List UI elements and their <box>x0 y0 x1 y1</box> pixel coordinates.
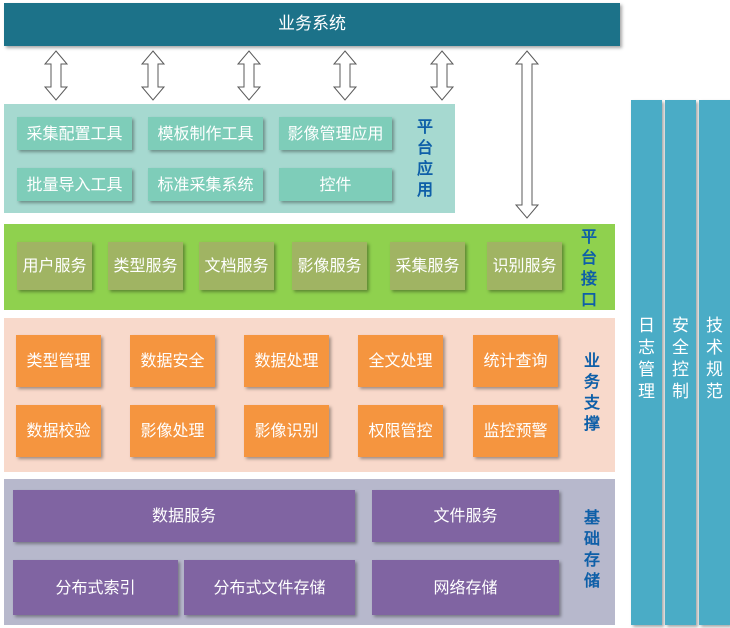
double-arrow-long <box>514 50 540 219</box>
api-item-5[interactable]: 采集服务 <box>390 242 465 290</box>
storage-item-distributed-file-storage[interactable]: 分布式文件存储 <box>184 560 355 615</box>
api-item-6[interactable]: 识别服务 <box>487 242 562 290</box>
business-support-layer: 类型管理 数据安全 数据处理 全文处理 统计查询 数据校验 影像处理 影像识别 … <box>4 318 615 472</box>
support-item-1[interactable]: 类型管理 <box>16 335 101 387</box>
storage-item-network-storage[interactable]: 网络存储 <box>372 560 559 615</box>
api-item-3[interactable]: 文档服务 <box>199 242 274 290</box>
storage-item-data-service[interactable]: 数据服务 <box>13 490 355 542</box>
side-column-security-control: 安全控制 <box>665 100 696 625</box>
platform-app-layer: 采集配置工具 模板制作工具 影像管理应用 批量导入工具 标准采集系统 控件 平台… <box>4 104 455 213</box>
app-item-5[interactable]: 标准采集系统 <box>148 168 263 201</box>
storage-item-file-service[interactable]: 文件服务 <box>372 490 559 542</box>
side-column-label: 日志管理 <box>638 316 655 402</box>
storage-item-distributed-index[interactable]: 分布式索引 <box>13 560 178 615</box>
support-item-8[interactable]: 影像识别 <box>244 405 329 457</box>
double-arrow-5 <box>429 50 455 101</box>
support-item-10[interactable]: 监控预警 <box>473 405 558 457</box>
app-item-6[interactable]: 控件 <box>279 168 392 201</box>
app-item-2[interactable]: 模板制作工具 <box>148 117 263 150</box>
api-item-2[interactable]: 类型服务 <box>108 242 183 290</box>
side-column-label: 技术规范 <box>706 316 723 402</box>
base-storage-label: 基础存储 <box>583 508 600 590</box>
business-system-bar: 业务系统 <box>4 3 620 46</box>
double-arrow-1 <box>43 50 69 101</box>
support-item-4[interactable]: 全文处理 <box>358 335 443 387</box>
api-item-4[interactable]: 影像服务 <box>292 242 367 290</box>
app-item-3[interactable]: 影像管理应用 <box>279 117 392 150</box>
side-column-label: 安全控制 <box>672 316 689 402</box>
double-arrow-3 <box>236 50 262 101</box>
double-arrow-4 <box>332 50 358 101</box>
side-column-log-management: 日志管理 <box>631 100 662 625</box>
api-item-1[interactable]: 用户服务 <box>17 242 92 290</box>
app-item-4[interactable]: 批量导入工具 <box>17 168 132 201</box>
app-item-1[interactable]: 采集配置工具 <box>17 117 132 150</box>
support-item-6[interactable]: 数据校验 <box>16 405 101 457</box>
platform-api-label: 平台接口 <box>580 227 597 309</box>
support-item-9[interactable]: 权限管控 <box>358 405 443 457</box>
double-arrow-2 <box>140 50 166 101</box>
platform-api-layer: 用户服务 类型服务 文档服务 影像服务 采集服务 识别服务 平台接口 <box>4 224 615 310</box>
business-support-label: 业务支撑 <box>583 351 600 433</box>
support-item-5[interactable]: 统计查询 <box>473 335 558 387</box>
support-item-3[interactable]: 数据处理 <box>244 335 329 387</box>
support-item-2[interactable]: 数据安全 <box>130 335 215 387</box>
support-item-7[interactable]: 影像处理 <box>130 405 215 457</box>
business-system-title: 业务系统 <box>278 13 346 34</box>
platform-app-label: 平台应用 <box>416 117 433 199</box>
side-column-tech-standard: 技术规范 <box>699 100 730 625</box>
base-storage-layer: 数据服务 文件服务 分布式索引 分布式文件存储 网络存储 基础存储 <box>4 479 615 625</box>
